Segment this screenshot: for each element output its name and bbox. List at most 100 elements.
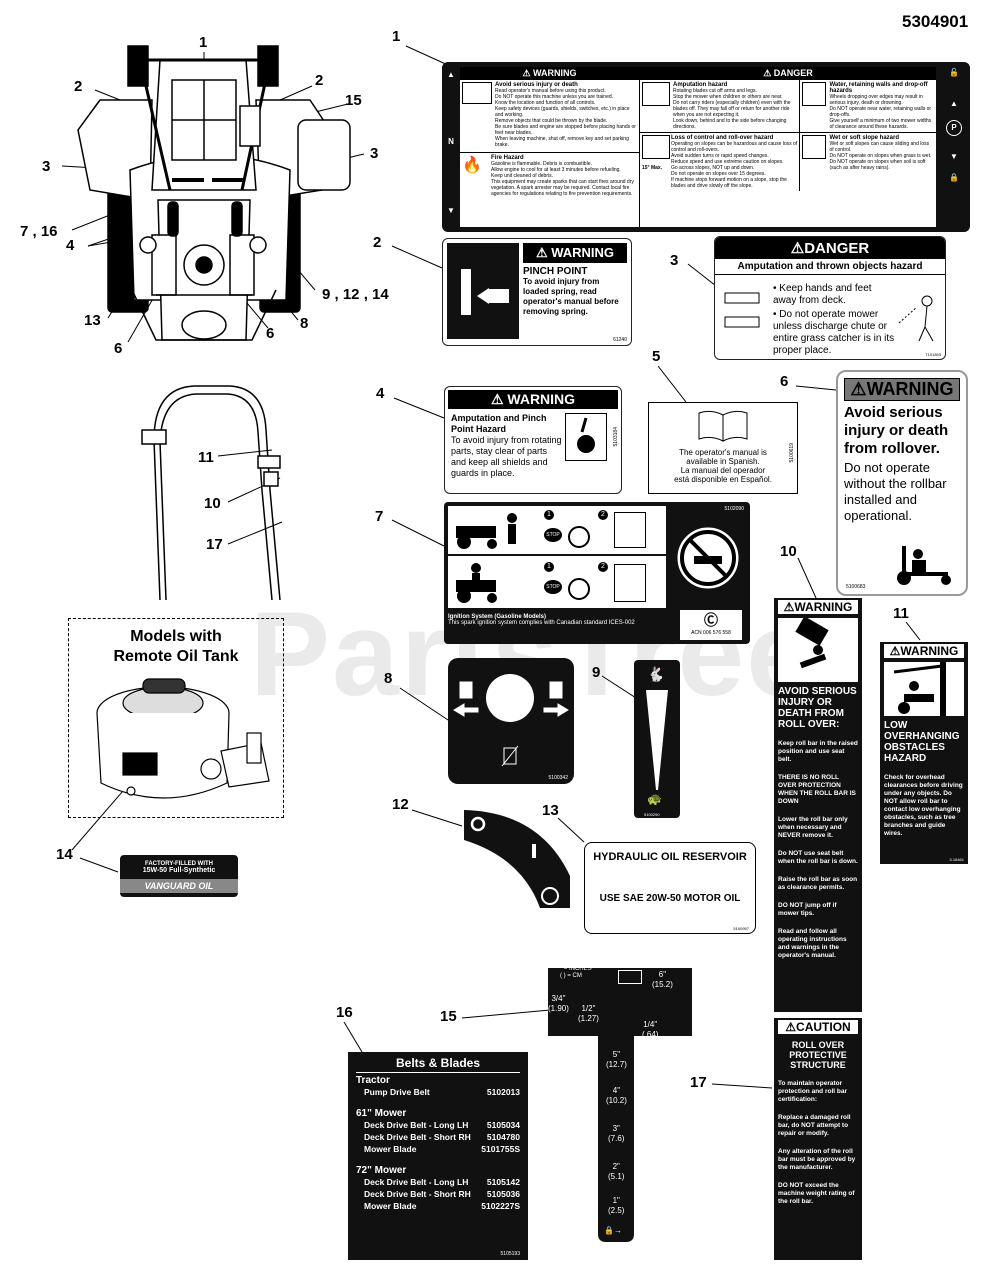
decal7-prohibited: 5102090 bbox=[670, 506, 746, 608]
decal1-avoid-5: Be sure blades and engine are stopped be… bbox=[495, 124, 636, 136]
decal15-h7-in: 2" bbox=[612, 1162, 620, 1171]
decal15-h7-cm: (5.1) bbox=[608, 1172, 625, 1181]
decal1-water-1: Give yourself a minimum of two mower wid… bbox=[829, 118, 932, 130]
decal7-code: 5102090 bbox=[724, 506, 744, 512]
callout-16-decal: 16 bbox=[336, 1004, 353, 1021]
decal10-para-3: Do NOT use seat belt when the roll bar i… bbox=[778, 850, 858, 865]
decal1-wet-title: Wet or soft slope hazard bbox=[829, 135, 900, 141]
decal1-amp-0: Stop the mower when children or others a… bbox=[673, 94, 783, 100]
decal1-amp-lead: Rotating blades cut off arms and legs. bbox=[673, 88, 757, 94]
decal17-para-1: Replace a damaged roll bar, do NOT attem… bbox=[778, 1114, 851, 1137]
ctick-icon: Ⓒ bbox=[704, 612, 718, 628]
belts-row-part: 5105036 bbox=[486, 1189, 520, 1199]
decal11-code: 3-18461 bbox=[949, 857, 964, 862]
callout-7-16: 7 , 16 bbox=[20, 223, 58, 240]
decal15-h1-in: 3/4" bbox=[551, 994, 566, 1003]
decal6-heading: Avoid serious injury or death from rollo… bbox=[844, 404, 949, 457]
decal9-code: 5100290 bbox=[644, 812, 660, 817]
decal15-h4-in: 5" bbox=[612, 1050, 621, 1059]
decal11-branch-icon bbox=[884, 662, 964, 716]
turtle-icon: 🐢 bbox=[647, 792, 662, 806]
decal1-avoid-3: Keep safety devices (guards, shields, sw… bbox=[495, 106, 630, 118]
decal14-line1: FACTORY-FILLED WITH bbox=[145, 861, 213, 867]
rollbar-mower-icon bbox=[897, 546, 951, 585]
callout-17-rollbar: 17 bbox=[206, 536, 223, 553]
decal7-step2-b: 2 bbox=[598, 562, 608, 572]
decal11-heading: LOW OVERHANGING OBSTACLES HAZARD bbox=[884, 720, 960, 764]
callout-7-decal: 7 bbox=[375, 508, 384, 525]
decal17-title: ⚠CAUTION bbox=[778, 1020, 858, 1034]
belts-row-label: Deck Drive Belt - Short RH bbox=[364, 1189, 471, 1199]
decal-5-spanish-manual: The operator's manual is available in Sp… bbox=[648, 402, 798, 494]
decal-14-factory-oil: FACTORY-FILLED WITH 15W-50 Full-Syntheti… bbox=[120, 855, 238, 897]
decal15-legend-1: " = INCHES bbox=[560, 966, 592, 972]
callout-3-decal: 3 bbox=[670, 252, 679, 269]
belts-section-heading: 61" Mower bbox=[356, 1108, 407, 1119]
decal14-brand: VANGUARD OIL bbox=[120, 879, 238, 893]
decal10-para-5: DO NOT jump off if mower tips. bbox=[778, 902, 837, 917]
decal13-title: HYDRAULIC OIL RESERVOIR bbox=[593, 851, 747, 863]
decal1-danger-column: ⚠ DANGER Amputation hazard Rotating blad… bbox=[640, 67, 936, 227]
decal1-loss-0: Avoid sudden turns or rapid speed change… bbox=[671, 153, 769, 159]
decal15-h8-cm: (2.5) bbox=[608, 1206, 625, 1215]
decal4-heading: Amputation and Pinch Point Hazard bbox=[451, 413, 547, 434]
decal1-p: P bbox=[946, 120, 962, 136]
decal15-h8-in: 1" bbox=[612, 1196, 620, 1205]
belts-row-label: Mower Blade bbox=[364, 1201, 417, 1211]
callout-8-tractor: 8 bbox=[300, 315, 309, 332]
callout-15-tractor: 15 bbox=[345, 92, 362, 109]
decal2-code: 61240 bbox=[613, 337, 627, 343]
decal3-title: ⚠DANGER bbox=[715, 237, 945, 259]
decal10-para-0: Keep roll bar in the raised position and… bbox=[778, 740, 858, 763]
decal7-step2-a: 2 bbox=[598, 510, 608, 520]
decal15-h6-cm: (7.6) bbox=[608, 1134, 625, 1143]
decal8-code: 5100342 bbox=[548, 775, 568, 781]
decal15-h2-in: 1/2" bbox=[581, 1004, 596, 1013]
decal17-para-3: DO NOT exceed the machine weight rating … bbox=[778, 1182, 855, 1205]
decal3-item-0: • Keep hands and feet away from deck. bbox=[773, 283, 872, 306]
part-number: 5304901 bbox=[902, 12, 969, 31]
decal2-title: ⚠ WARNING bbox=[523, 243, 627, 263]
decal-11-overhanging: ⚠WARNING LOW OVERHANGING OBSTACLES HAZAR… bbox=[880, 642, 968, 864]
decal7-stop-a: STOP bbox=[544, 528, 562, 542]
decal-13-hydraulic: HYDRAULIC OIL RESERVOIR USE SAE 20W-50 M… bbox=[584, 842, 756, 934]
callout-2-right: 2 bbox=[315, 72, 324, 89]
remote-oil-tank-box: Models with Remote Oil Tank bbox=[68, 618, 284, 818]
belts-row-label: Deck Drive Belt - Short RH bbox=[364, 1132, 471, 1142]
callout-2-left: 2 bbox=[74, 78, 83, 95]
decal10-rollover-icon bbox=[778, 616, 858, 682]
decal7-ignition-title: Ignition System (Gasoline Models) bbox=[448, 614, 547, 620]
decal6-title: ⚠WARNING bbox=[844, 378, 960, 401]
decal10-title: ⚠WARNING bbox=[778, 600, 858, 614]
decal5-line-2: La manual del operador bbox=[680, 466, 766, 475]
callout-9-12-14: 9 , 12 , 14 bbox=[322, 286, 389, 303]
decal4-body: To avoid injury from rotating parts, sta… bbox=[451, 435, 562, 478]
decal-10-rollover: ⚠WARNING AVOID SERIOUS INJURY OR DEATH F… bbox=[774, 598, 862, 1012]
decal1-left-strip: ▲ N ▼ bbox=[447, 70, 455, 215]
callout-14: 14 bbox=[56, 846, 73, 863]
belts-row-part: 5104780 bbox=[486, 1132, 520, 1142]
decal13-code: 5100957 bbox=[733, 926, 749, 931]
decal-4-amputation-pinch: ⚠ WARNING Amputation and Pinch Point Haz… bbox=[444, 386, 622, 494]
decal5-line-0: The operator's manual is bbox=[679, 448, 767, 457]
off-icon bbox=[470, 816, 486, 832]
decal7-row2: 1 STOP 2 bbox=[448, 556, 666, 608]
decal10-para-1: THERE IS NO ROLL OVER PROTECTION WHEN TH… bbox=[778, 774, 856, 805]
pinch-hand-icon bbox=[447, 243, 519, 339]
decal10-heading: AVOID SERIOUS INJURY OR DEATH FROM ROLL … bbox=[778, 686, 857, 730]
decal-12-pto-switch bbox=[464, 810, 570, 908]
oil-tank-drawing bbox=[96, 678, 270, 799]
belts-row-label: Mower Blade bbox=[364, 1144, 417, 1154]
decal1-amp-2: Look down, behind and to the side before… bbox=[673, 118, 787, 130]
decal-6-rollover-warning: ⚠WARNING Avoid serious injury or death f… bbox=[836, 370, 968, 596]
decal5-code: 5100619 bbox=[789, 443, 795, 463]
decal1-fire-title: Fire Hazard bbox=[491, 155, 524, 161]
decal-17-caution-rops: ⚠CAUTION ROLL OVER PROTECTIVE STRUCTURE … bbox=[774, 1018, 862, 1260]
callout-6-left: 6 bbox=[114, 340, 123, 357]
decal1-loss-lead: Operating on slopes can be hazardous and… bbox=[671, 141, 798, 153]
remote-tank-title-1: Models with bbox=[130, 628, 222, 645]
belts-row: Deck Drive Belt - Short RH 5104780 bbox=[356, 1131, 520, 1143]
decal3-item-1: • Do not operate mower unless discharge … bbox=[773, 309, 895, 356]
